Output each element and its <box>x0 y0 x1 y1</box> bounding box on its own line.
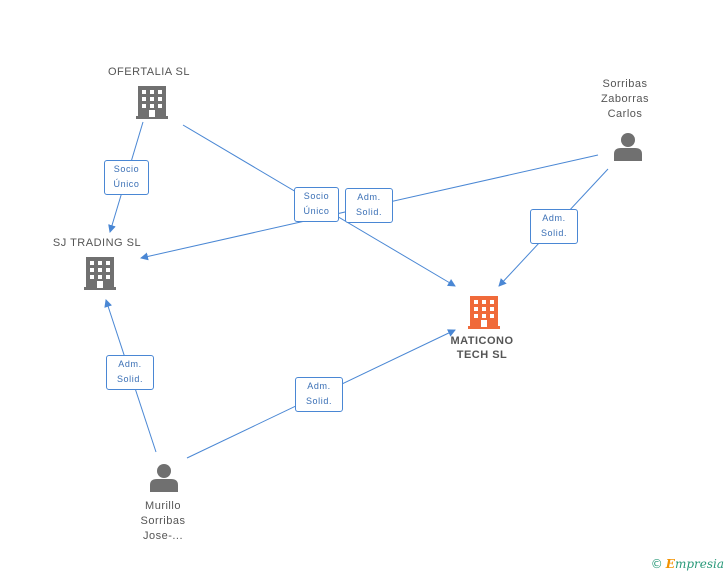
node-ofertalia-label[interactable]: OFERTALIA SL <box>107 66 190 78</box>
node-sj-trading-label[interactable]: SJ TRADING SL <box>52 237 142 249</box>
edge-label-line1: Socio <box>113 164 140 174</box>
edge-label-sorribas-maticono[interactable]: Adm. Solid. <box>530 209 578 244</box>
node-sorribas-label-line2: Zaborras <box>600 93 650 105</box>
edge-label-line1: Adm. <box>307 381 331 391</box>
empresia-logo: ©Empresia <box>651 557 724 571</box>
building-icon <box>468 296 500 329</box>
edge-label-sorribas-sj[interactable]: Adm. Solid. <box>345 188 393 223</box>
node-murillo-label-line2: Sorribas <box>140 515 186 527</box>
edge-label-murillo-sj[interactable]: Adm. Solid. <box>106 355 154 390</box>
edge-label-ofertalia-maticono[interactable]: Socio Único <box>294 187 339 222</box>
node-murillo-label-line3: Jose-... <box>142 530 184 542</box>
edge-label-line2: Solid. <box>540 228 568 238</box>
building-icon <box>136 86 168 119</box>
edge-label-line1: Adm. <box>357 192 381 202</box>
node-sorribas-label-line1: Sorribas <box>602 78 648 90</box>
edge-label-line1: Socio <box>303 191 330 201</box>
edge-label-line2: Solid. <box>355 207 383 217</box>
edge-label-murillo-maticono[interactable]: Adm. Solid. <box>295 377 343 412</box>
edge-label-line2: Solid. <box>116 374 144 384</box>
edge-label-line2: Único <box>303 206 330 216</box>
edge-label-line2: Solid. <box>305 396 333 406</box>
edge-label-line2: Único <box>113 179 140 189</box>
copyright-symbol: © <box>650 557 663 571</box>
edge-label-ofertalia-sj[interactable]: Socio Único <box>104 160 149 195</box>
edge-label-line1: Adm. <box>542 213 566 223</box>
brand-initial: E <box>665 557 675 571</box>
person-icon <box>150 464 178 492</box>
person-icon <box>614 133 642 161</box>
node-maticono-label-line2: TECH SL <box>456 349 508 361</box>
node-murillo-label-line1: Murillo <box>145 500 181 512</box>
node-maticono-label[interactable]: MATICONO TECH SL <box>432 334 532 362</box>
edge-label-line1: Adm. <box>118 359 142 369</box>
node-murillo-label[interactable]: Murillo Sorribas Jose-... <box>118 499 208 544</box>
node-sorribas-label[interactable]: Sorribas Zaborras Carlos <box>580 77 670 122</box>
building-icon <box>84 257 116 290</box>
brand-name: mpresia <box>674 557 724 571</box>
node-sorribas-label-line3: Carlos <box>607 108 643 120</box>
node-maticono-label-line1: MATICONO <box>450 335 514 347</box>
